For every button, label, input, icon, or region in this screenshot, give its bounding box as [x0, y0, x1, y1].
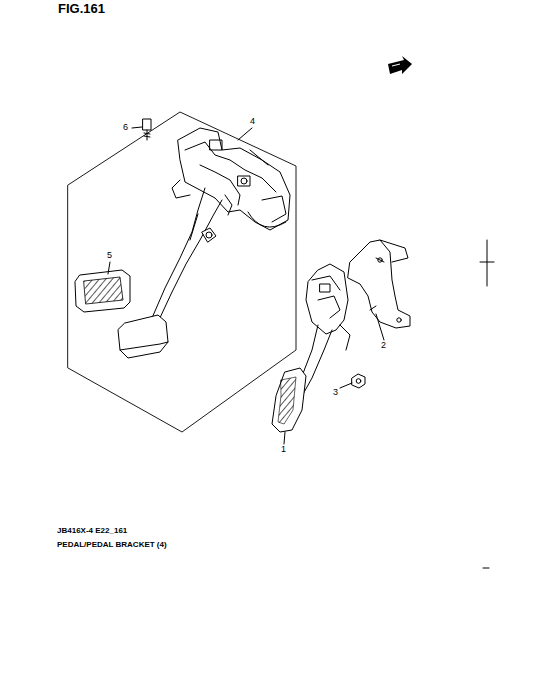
callout-number: 5 — [107, 251, 112, 260]
bolt — [143, 119, 151, 140]
callout-number: 3 — [333, 388, 338, 397]
callout-number: 4 — [250, 117, 255, 126]
forward-arrow-icon — [388, 56, 412, 74]
callout-number: 1 — [281, 445, 286, 454]
callout-number: 6 — [123, 123, 128, 132]
figure-number: FIG.161 — [58, 2, 105, 15]
diagram-code: JB416X-4 E22_161 — [57, 527, 127, 535]
diagram-caption: PEDAL/PEDAL BRACKET (4) — [57, 541, 167, 549]
callout-number: 2 — [381, 341, 386, 350]
